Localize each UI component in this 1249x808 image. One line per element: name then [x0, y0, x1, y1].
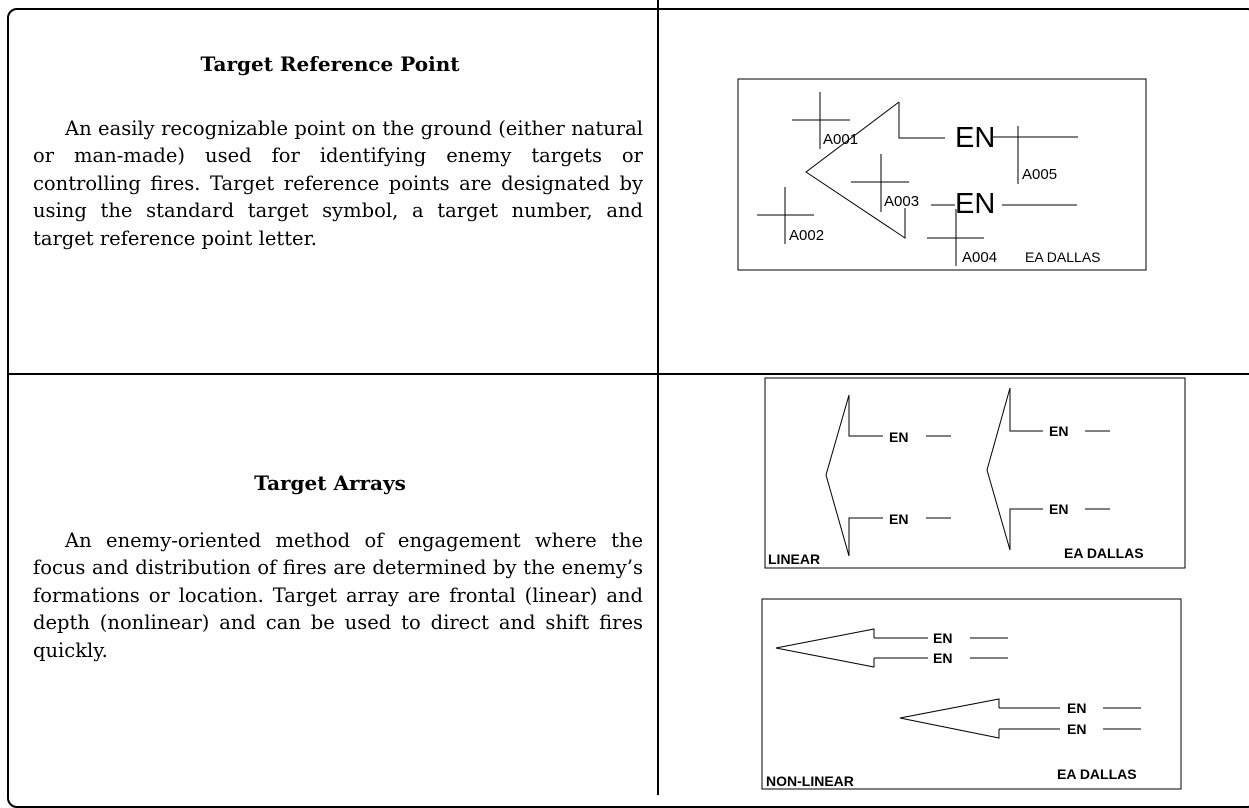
enemy-arrow [899, 698, 1000, 739]
enemy-label: EN [889, 511, 908, 527]
linear-figure-frame [764, 377, 1186, 569]
target-label: A001 [823, 131, 858, 148]
section-body: An easily recognizable point on the grou… [33, 117, 643, 250]
enemy-label: EN [1067, 721, 1086, 737]
linear-figure [764, 377, 1186, 569]
enemy-arrow-tail [898, 102, 945, 139]
section-heading: Target Reference Point [200, 52, 460, 76]
enemy-label: EN [1049, 501, 1068, 517]
target-label: A004 [962, 249, 997, 266]
enemy-label: EN [933, 630, 952, 646]
trp-labels: A001 A002 A003 A004 A005 EN EN EA DALLAS [789, 122, 1101, 266]
enemy-label: EN [955, 122, 995, 154]
section-body: An enemy-oriented method of engagement w… [33, 529, 643, 662]
enemy-label: EN [889, 429, 908, 445]
row-divider [8, 373, 1249, 375]
nonlinear-labels: EN EN EN EN NON-LINEAR EA DALLAS [766, 630, 1137, 789]
section-heading: Target Arrays [254, 471, 406, 495]
engagement-area-label: EA DALLAS [1064, 545, 1144, 561]
enemy-arrow [986, 387, 1011, 551]
trp-figure [737, 78, 1147, 271]
engagement-area-label: EA DALLAS [1025, 249, 1101, 265]
enemy-label: EN [933, 650, 952, 666]
enemy-label: EN [1067, 700, 1086, 716]
nonlinear-figure [761, 598, 1182, 790]
enemy-arrow [775, 628, 875, 668]
array-type-label: LINEAR [768, 551, 820, 567]
enemy-label: EN [955, 188, 995, 220]
linear-labels: EN EN EN EN LINEAR EA DALLAS [768, 423, 1144, 567]
enemy-arrow [805, 101, 906, 239]
enemy-arrow [825, 394, 850, 557]
engagement-area-label: EA DALLAS [1057, 766, 1137, 782]
target-label: A003 [884, 193, 919, 210]
nonlinear-figure-frame [761, 598, 1182, 790]
trp-figure-frame [737, 78, 1147, 271]
array-type-label: NON-LINEAR [766, 773, 854, 789]
column-divider [657, 0, 659, 795]
target-label: A002 [789, 227, 824, 244]
target-label: A005 [1022, 166, 1057, 183]
enemy-label: EN [1049, 423, 1068, 439]
